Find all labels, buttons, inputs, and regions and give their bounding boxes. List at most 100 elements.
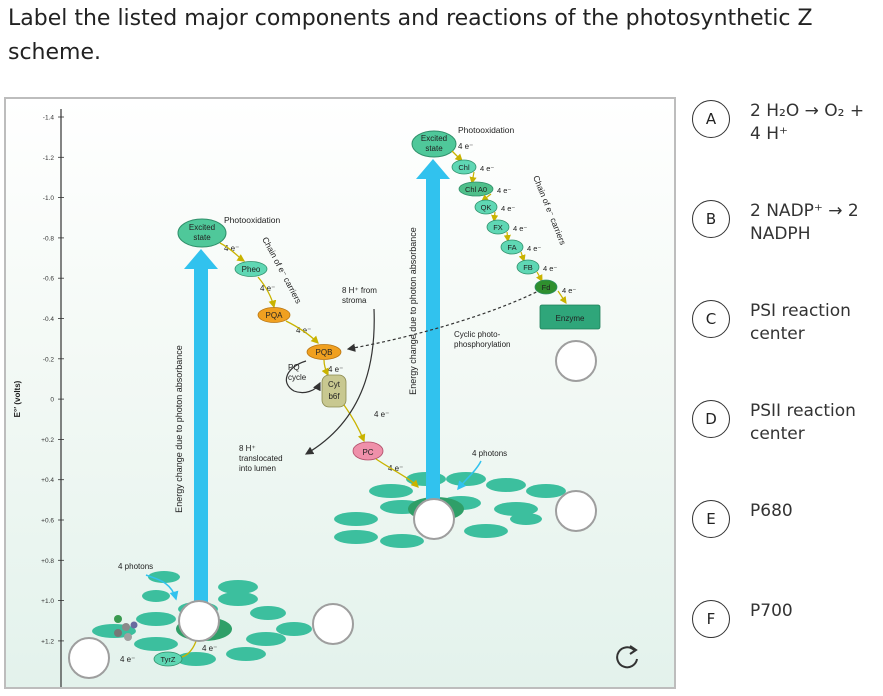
psi-carrier-label-fd: Fd bbox=[542, 283, 551, 292]
pqa-node bbox=[257, 307, 291, 323]
psi-carrier-fa bbox=[500, 239, 524, 255]
question-text: Label the listed major components and re… bbox=[8, 6, 813, 65]
option-text[interactable]: P700 bbox=[750, 601, 793, 621]
y-tick-label: +1.2 bbox=[41, 638, 54, 645]
drop-target-psii-center[interactable] bbox=[178, 600, 220, 642]
pqb-node bbox=[306, 344, 342, 360]
pqa-label: PQA bbox=[266, 311, 284, 320]
y-tick-label: -1.2 bbox=[43, 155, 55, 162]
psii-excited-state bbox=[177, 218, 227, 248]
lumen-h-line3: into lumen bbox=[239, 464, 276, 473]
psi-electron-arrow bbox=[535, 271, 543, 283]
psi-energy-arrow bbox=[426, 177, 440, 517]
option-text[interactable]: PSII reaction center bbox=[750, 401, 856, 444]
stroma-h-line1: 8 H⁺ from bbox=[342, 286, 377, 295]
fd-electron-label: 4 e⁻ bbox=[562, 286, 576, 295]
y-tick-label: +1.0 bbox=[41, 598, 54, 605]
psi-excited-line1: Excited bbox=[421, 134, 447, 143]
y-axis-label: E°′ (volts) bbox=[13, 380, 22, 417]
psi-electron-label: 4 e⁻ bbox=[497, 186, 511, 195]
psi-electron-label: 4 e⁻ bbox=[501, 204, 515, 213]
psii-excited-line2: state bbox=[193, 233, 211, 242]
psii-excited-electrons: 4 e⁻ bbox=[224, 244, 239, 253]
pq-cycle-line2: cycle bbox=[288, 373, 307, 382]
psi-energy-arrowhead bbox=[416, 159, 450, 179]
pheo-node bbox=[234, 261, 268, 277]
psi-electron-arrow bbox=[469, 171, 477, 185]
psii-energy-arrow bbox=[194, 267, 208, 607]
pq-cycle-line1: PQ bbox=[288, 363, 300, 372]
psii-photons-label: 4 photons bbox=[118, 562, 153, 571]
psi-carrier-fb bbox=[516, 259, 540, 275]
psi-electron-label: 4 e⁻ bbox=[543, 264, 557, 273]
y-tick-label: -0.4 bbox=[43, 316, 55, 323]
psi-carrier-chl bbox=[451, 159, 477, 175]
drop-target-psii-label[interactable] bbox=[312, 603, 354, 645]
option-letter-badge[interactable]: E bbox=[692, 500, 730, 538]
psi-carrier-chl_a0 bbox=[458, 181, 494, 197]
drop-target-nadph[interactable] bbox=[555, 340, 597, 382]
psi-excited-line2: state bbox=[425, 144, 443, 153]
option-text[interactable]: 2 H₂O → O₂ + 4 H⁺ bbox=[750, 101, 865, 144]
stroma-h-line2: stroma bbox=[342, 296, 367, 305]
y-tick-label: 0 bbox=[50, 397, 54, 404]
psi-carrier-label-chl: Chl bbox=[458, 163, 470, 172]
lumen-h-line1: 8 H⁺ bbox=[239, 444, 256, 453]
psi-vertical-label: Energy change due to photon absorbance bbox=[408, 227, 418, 395]
drop-target-psi-center[interactable] bbox=[413, 498, 455, 540]
psi-electron-arrow bbox=[491, 211, 499, 223]
option-text[interactable]: P680 bbox=[750, 501, 793, 521]
psi-excited-electrons: 4 e⁻ bbox=[458, 142, 473, 151]
option-letter-badge[interactable]: B bbox=[692, 200, 730, 238]
psii-in-electrons: 4 e⁻ bbox=[202, 644, 217, 653]
y-tick-label: +0.4 bbox=[41, 477, 54, 484]
y-tick-label: +0.6 bbox=[41, 518, 54, 525]
option-text[interactable]: PSI reaction center bbox=[750, 301, 851, 344]
psi-carrier-label-qk: QK bbox=[481, 203, 492, 212]
cyclic-line2: phosphorylation bbox=[454, 340, 510, 349]
lumen-h-line2: translocated bbox=[239, 454, 283, 463]
fd-enzyme-arrow bbox=[557, 290, 567, 304]
y-tick-label: -1.4 bbox=[43, 115, 55, 122]
pqb-label: PQB bbox=[316, 348, 333, 357]
y-tick-label: -0.2 bbox=[43, 356, 55, 363]
option-letter-badge[interactable]: A bbox=[692, 100, 730, 138]
psi-electron-label: 4 e⁻ bbox=[527, 244, 541, 253]
option-letter-badge[interactable]: C bbox=[692, 300, 730, 338]
option-text[interactable]: 2 NADP⁺ → 2 NADPH bbox=[750, 201, 859, 244]
drop-target-water-splitting[interactable] bbox=[68, 637, 110, 679]
psi-carrier-fx bbox=[486, 219, 510, 235]
psii-photooxidation-label: Photooxidation bbox=[224, 215, 281, 225]
psi-carrier-label-chl_a0: Chl A0 bbox=[465, 185, 487, 194]
mn-cluster-icon bbox=[114, 615, 138, 641]
psi-electron-label: 4 e⁻ bbox=[513, 224, 527, 233]
pc-electrons: 4 e⁻ bbox=[388, 464, 403, 473]
z-scheme-svg: -1.4-1.2-1.0-0.8-0.6-0.4-0.20+0.2+0.4+0.… bbox=[13, 109, 601, 687]
reset-icon[interactable] bbox=[612, 642, 642, 672]
pqb-electrons: 4 e⁻ bbox=[328, 365, 343, 374]
psi-carrier-label-fb: FB bbox=[523, 263, 533, 272]
cyt-electrons: 4 e⁻ bbox=[374, 410, 389, 419]
tyrz-node bbox=[153, 651, 183, 667]
proton-translocation-arrow bbox=[304, 308, 375, 455]
psi-excited-state bbox=[411, 130, 457, 158]
cyt-line1: Cyt bbox=[328, 380, 341, 389]
psi-chain-label: Chain of e⁻ carriers bbox=[531, 174, 568, 246]
psi-carrier-qk bbox=[474, 199, 498, 215]
pc-node bbox=[352, 441, 384, 461]
y-tick-label: -0.8 bbox=[43, 235, 55, 242]
y-tick-label: +0.8 bbox=[41, 558, 54, 565]
psi-electron-arrow bbox=[503, 231, 511, 243]
y-tick-label: -1.0 bbox=[43, 195, 55, 202]
option-letter-badge[interactable]: F bbox=[692, 600, 730, 638]
enzyme-box bbox=[539, 304, 601, 330]
psi-electron-arrow bbox=[518, 251, 526, 263]
pheo-label: Pheo bbox=[242, 265, 261, 274]
psii-energy-arrowhead bbox=[184, 249, 218, 269]
tyrz-label: TyrZ bbox=[161, 655, 176, 664]
option-letter-badge[interactable]: D bbox=[692, 400, 730, 438]
drop-target-psi-label[interactable] bbox=[555, 490, 597, 532]
psii-vertical-label: Energy change due to photon absorbance bbox=[174, 345, 184, 513]
psi-carrier-label-fa: FA bbox=[507, 243, 516, 252]
